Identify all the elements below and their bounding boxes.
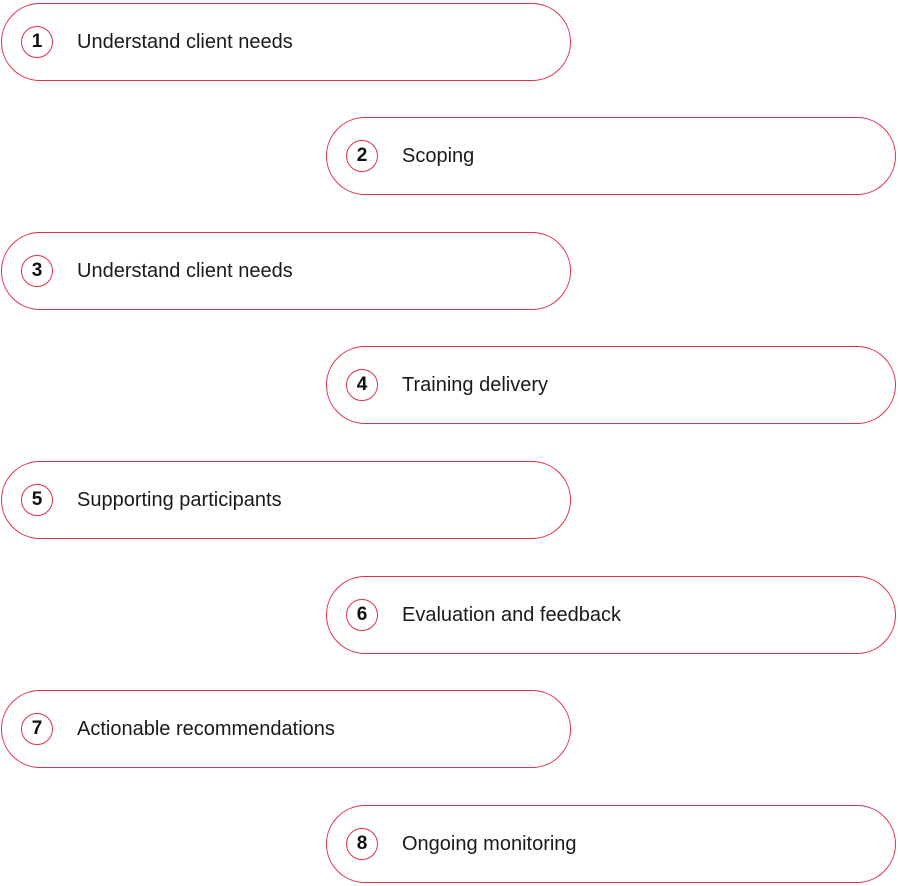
step-4: 4 Training delivery: [326, 346, 896, 424]
step-number-badge: 3: [21, 255, 53, 287]
step-label: Understand client needs: [77, 30, 293, 53]
step-7: 7 Actionable recommendations: [1, 690, 571, 768]
step-number-badge: 8: [346, 828, 378, 860]
step-number-badge: 5: [21, 484, 53, 516]
step-number-badge: 7: [21, 713, 53, 745]
step-6: 6 Evaluation and feedback: [326, 576, 896, 654]
step-number-badge: 1: [21, 26, 53, 58]
step-label: Understand client needs: [77, 259, 293, 282]
step-3: 3 Understand client needs: [1, 232, 571, 310]
step-label: Scoping: [402, 144, 475, 167]
step-label: Supporting participants: [77, 488, 282, 511]
step-number-badge: 4: [346, 369, 378, 401]
step-number-badge: 6: [346, 599, 378, 631]
step-1: 1 Understand client needs: [1, 3, 571, 81]
step-label: Training delivery: [402, 373, 548, 396]
step-label: Ongoing monitoring: [402, 832, 577, 855]
step-2: 2 Scoping: [326, 117, 896, 195]
step-5: 5 Supporting participants: [1, 461, 571, 539]
step-label: Actionable recommendations: [77, 717, 335, 740]
step-label: Evaluation and feedback: [402, 603, 622, 626]
step-number-badge: 2: [346, 140, 378, 172]
step-8: 8 Ongoing monitoring: [326, 805, 896, 883]
